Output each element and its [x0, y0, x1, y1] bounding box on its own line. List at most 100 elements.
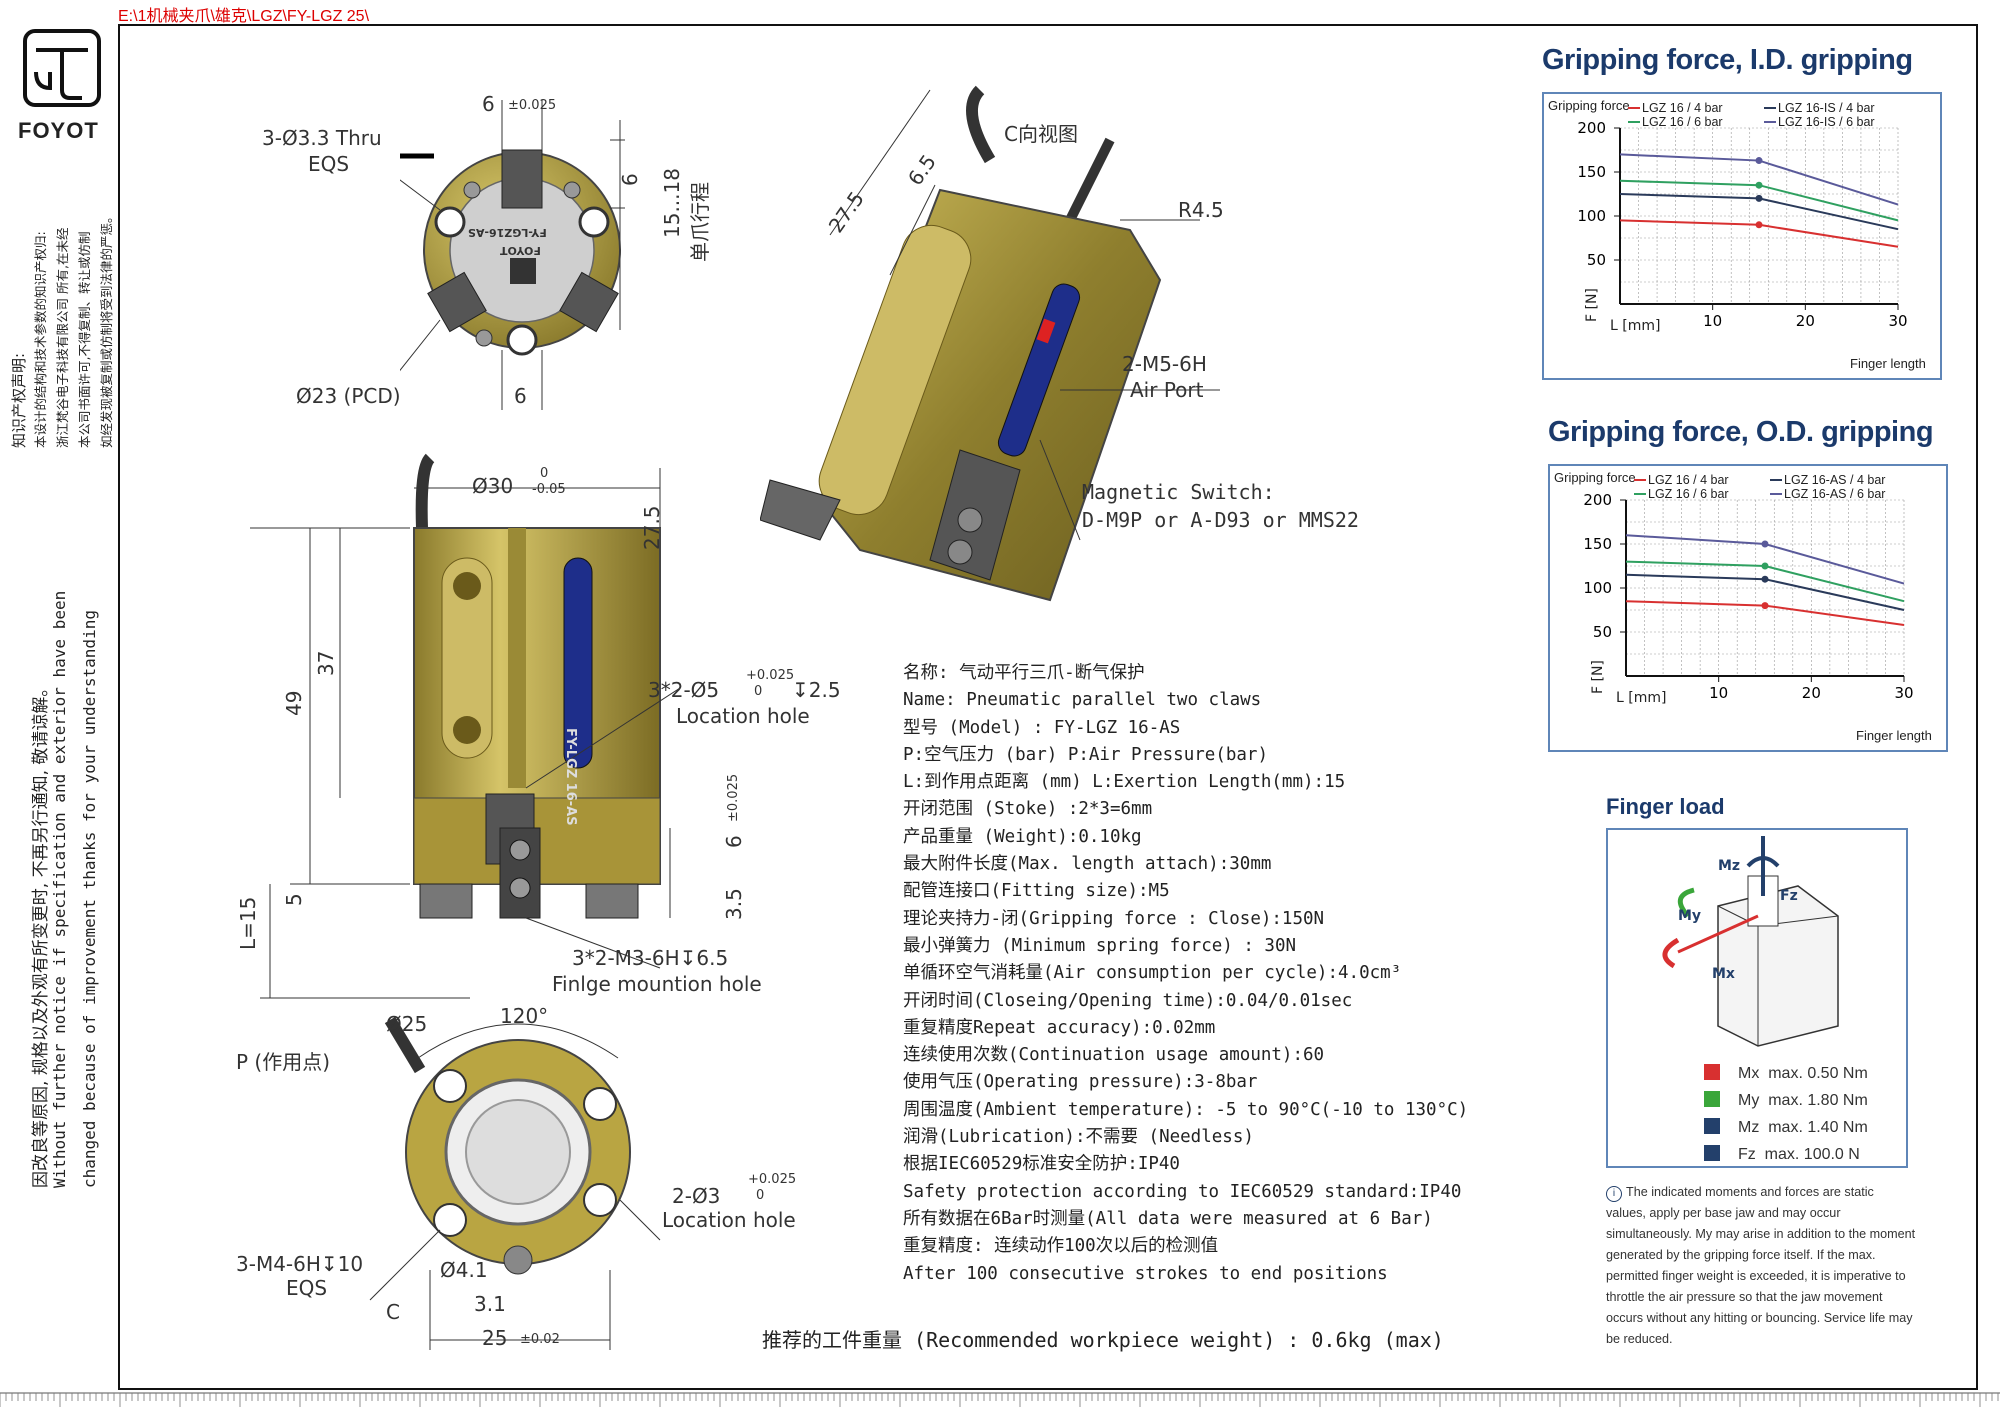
- side-diameter: Ø30: [472, 474, 514, 498]
- mx-swatch-icon: [1704, 1064, 1720, 1080]
- info-icon: i: [1606, 1186, 1622, 1202]
- side-fin-label: 3*2-M3-6H↧6.5: [572, 946, 729, 970]
- y-tick-label: 150: [1577, 163, 1606, 181]
- spec-line: 开闭范围 (Stoke) :2*3=6mm: [903, 799, 1153, 820]
- spec-line: After 100 consecutive strokes to end pos…: [903, 1263, 1388, 1284]
- x-tick-label: 10: [1709, 684, 1728, 702]
- chart2-title: Gripping force, O.D. gripping: [1548, 416, 1934, 448]
- bottom-eqs: EQS: [286, 1276, 328, 1300]
- top-pcd-label: Ø23 (PCD): [296, 384, 401, 408]
- series-point: [1755, 157, 1763, 165]
- side-l15: L=15: [236, 896, 260, 950]
- side-dim-5: 5: [282, 893, 306, 906]
- bottom-view-drawing: [369, 1016, 661, 1350]
- series-point: [1761, 575, 1769, 583]
- side-tol-up: 0: [540, 466, 549, 481]
- y-tick-label: 100: [1583, 579, 1612, 597]
- bottom-c-mark: C: [386, 1300, 400, 1324]
- change-notice-en1: Without further notice if specification …: [50, 590, 69, 1188]
- series-point: [1755, 221, 1763, 229]
- top-stroke-cn: 单爪行程: [688, 182, 712, 262]
- y-tick-label: 100: [1577, 207, 1606, 225]
- top-view-drawing: [400, 100, 625, 410]
- load-row-mz: Mz max. 1.40 Nm: [1704, 1118, 1868, 1137]
- finger-load-diagram: [1662, 836, 1839, 1047]
- ip-notice-line4: 如经发现被复制或仿制将受到法律的严惩。: [99, 210, 114, 448]
- legend-label: LGZ 16 / 4 bar: [1648, 473, 1729, 487]
- load-row-my: My max. 1.80 Nm: [1704, 1091, 1868, 1110]
- bottom-p-label: P (作用点): [236, 1050, 331, 1074]
- legend-label: LGZ 16 / 4 bar: [1642, 101, 1723, 115]
- legend-label: LGZ 16-IS / 6 bar: [1778, 115, 1875, 129]
- file-path: E:\1机械夹爪\雄克\LGZ\FY-LGZ 25\: [118, 8, 370, 25]
- iso-r4-5: R4.5: [1178, 198, 1224, 222]
- load-row-fz: Fz max. 100.0 N: [1704, 1145, 1860, 1164]
- spec-line: 最小弹簧力 (Minimum spring force) : 30N: [903, 935, 1297, 956]
- y-tick-label: 150: [1583, 535, 1612, 553]
- chart2-xlabel: Finger length: [1856, 728, 1932, 743]
- series-point: [1755, 181, 1763, 189]
- spec-line: 开闭时间(Closeing/Opening time):0.04/0.01sec: [903, 990, 1353, 1011]
- side-dim-49: 49: [282, 690, 306, 716]
- iso-view-drawing: [760, 85, 1220, 602]
- top-dim-6: 6: [482, 92, 495, 116]
- my-swatch-icon: [1704, 1091, 1720, 1107]
- top-holes-label: 3-Ø3.3 Thru: [262, 126, 382, 150]
- brand-name: FOYOT: [18, 118, 99, 143]
- chart1-xlabel: Finger length: [1850, 356, 1926, 371]
- spec-line: 名称: 气动平行三爪-断气保护: [903, 663, 1145, 683]
- spec-line: 所有数据在6Bar时测量(All data were measured at 6…: [903, 1208, 1433, 1229]
- bottom-d25b: 25: [482, 1326, 508, 1350]
- top-part-line2: FOYOT: [500, 244, 541, 257]
- side-loc-tol-up: +0.025: [746, 668, 795, 683]
- chart2-xlabel-left: L [mm]: [1616, 690, 1667, 706]
- legend-label: LGZ 16-AS / 4 bar: [1784, 473, 1885, 487]
- chart1-ylabel-top: Gripping force: [1548, 98, 1630, 113]
- iso-switch-title: Magnetic Switch:: [1082, 480, 1275, 504]
- change-notice-cn: 因改良等原因, 规格以及外观有所变更时, 不再另行通知, 敬请谅解。: [31, 679, 51, 1188]
- x-tick-label: 10: [1703, 312, 1722, 330]
- spec-line: L:到作用点距离 (mm) L:Exertion Length(mm):15: [903, 772, 1346, 793]
- x-tick-label: 30: [1894, 684, 1913, 702]
- axis-my-label: My: [1678, 908, 1702, 924]
- axis-mx-label: Mx: [1712, 966, 1735, 982]
- spec-line: 型号 (Model) : FY-LGZ 16-AS: [903, 717, 1181, 738]
- y-tick-label: 200: [1583, 491, 1612, 509]
- side-dim-37: 37: [314, 650, 338, 676]
- bottom-loc2-text: Location hole: [662, 1208, 796, 1232]
- bottom-m4-label: 3-M4-6H↧10: [236, 1252, 364, 1276]
- chart2-ylabel-top: Gripping force: [1554, 470, 1636, 485]
- top-holes-eqs: EQS: [308, 152, 350, 176]
- bottom-angle: 120°: [500, 1004, 549, 1028]
- bottom-d25: Ø25: [386, 1012, 428, 1036]
- chart1-title: Gripping force, I.D. gripping: [1542, 44, 1913, 76]
- bottom-d41: Ø4.1: [440, 1258, 488, 1282]
- series-point: [1761, 540, 1769, 548]
- axis-fz-label: Fz: [1780, 888, 1798, 904]
- iso-view-c-label: C向视图: [1004, 122, 1078, 146]
- ip-notice-line3: 本公司书面许可,不得复制、转让或仿制: [77, 231, 92, 448]
- series-point: [1761, 562, 1769, 570]
- top-part-line1: FY-LGZ16-AS: [468, 226, 547, 239]
- finger-load-title: Finger load: [1606, 794, 1725, 819]
- ip-notice-line1: 本设计的结构和技术参数的知识产权归:: [33, 231, 48, 448]
- top-stroke-range: 15...18: [660, 168, 684, 238]
- side-dim-3-5: 3.5: [722, 888, 746, 920]
- x-tick-label: 30: [1888, 312, 1907, 330]
- spec-line: 润滑(Lubrication):不需要 (Needless): [903, 1127, 1254, 1148]
- ip-notice-line2: 浙江梵谷电子科技有限公司 所有,在未经: [55, 227, 70, 448]
- iso-air-port: Air Port: [1130, 378, 1204, 402]
- series-point: [1761, 602, 1769, 610]
- fz-swatch-icon: [1704, 1145, 1720, 1161]
- spec-line: 理论夹持力-闭(Gripping force : Close):150N: [903, 908, 1325, 929]
- axis-mz-label: Mz: [1718, 858, 1741, 874]
- y-tick-label: 200: [1577, 119, 1606, 137]
- side-loc-tol-dn: 0: [754, 684, 763, 699]
- spec-line: 重复精度Repeat accuracy):0.02mm: [903, 1017, 1216, 1038]
- side-view-drawing: [250, 453, 680, 999]
- side-tol-dn: -0.05: [532, 482, 566, 497]
- spec-line: 配管连接口(Fitting size):M5: [903, 881, 1170, 902]
- spec-line: P:空气压力 (bar) P:Air Pressure(bar): [903, 744, 1269, 765]
